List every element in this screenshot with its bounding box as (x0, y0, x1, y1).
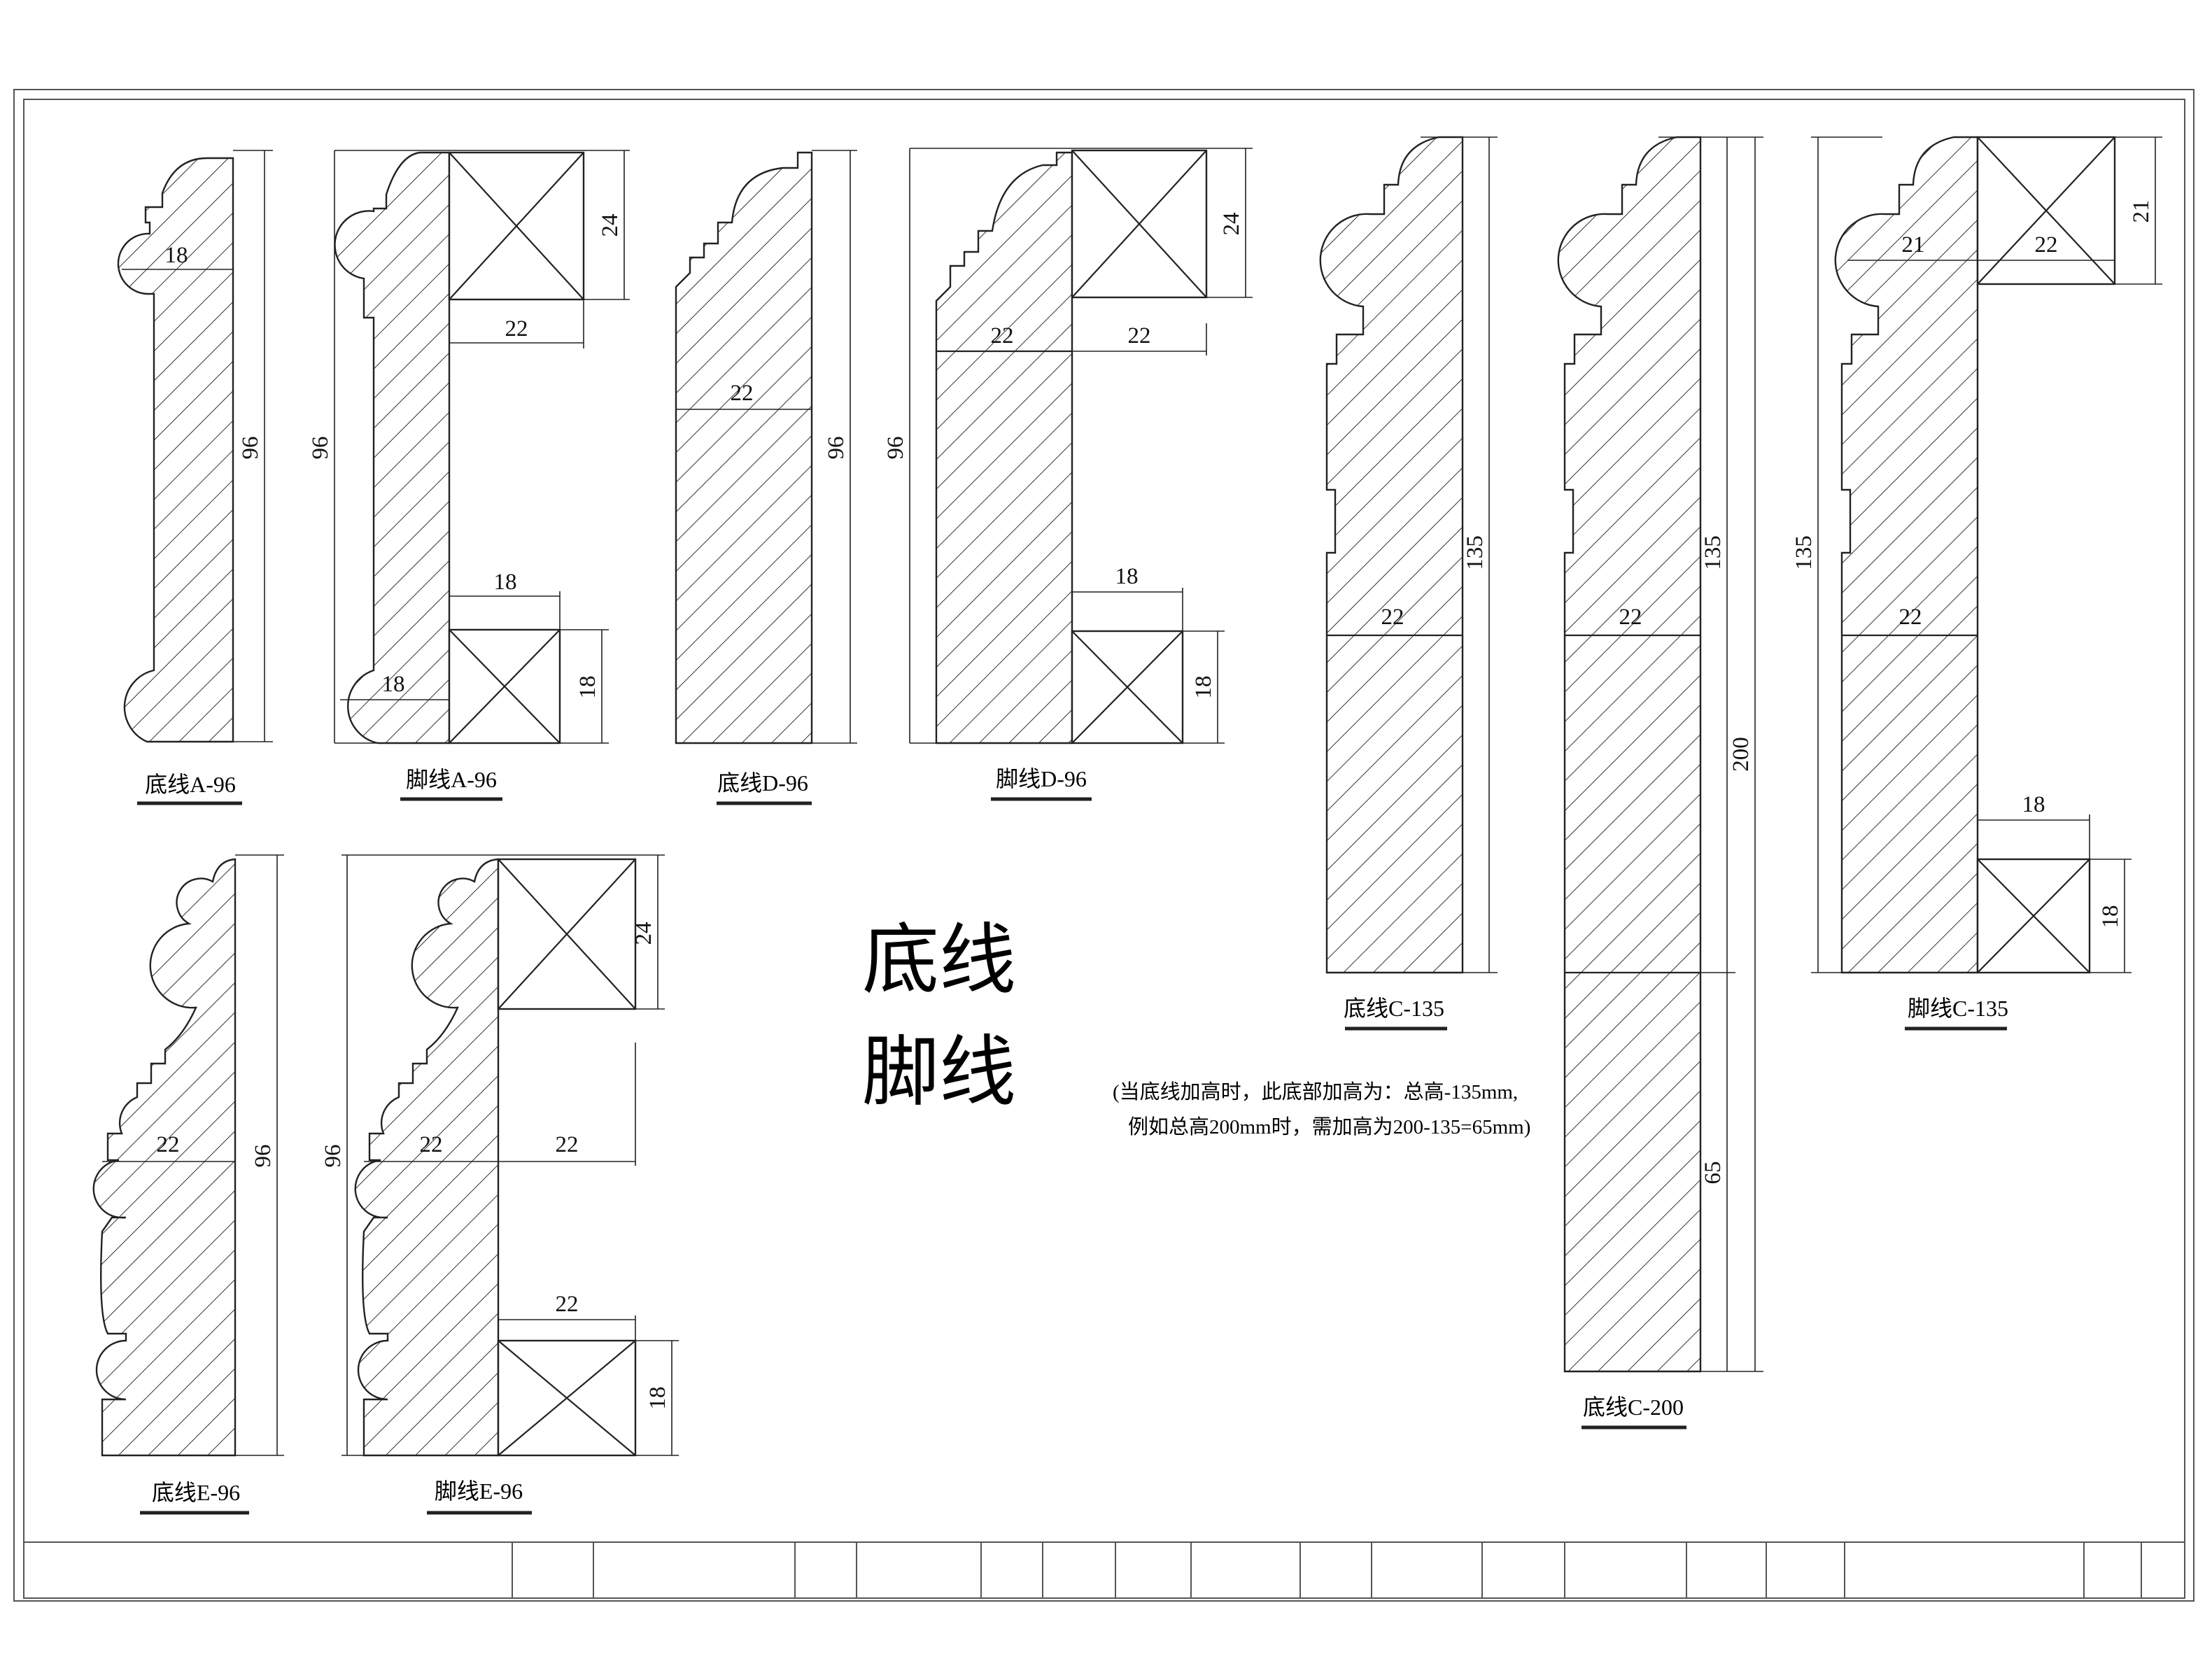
profile-d-base (675, 150, 857, 744)
profile-d-skirt (909, 148, 1253, 744)
dim-c200-width: 22 (1619, 605, 1642, 630)
profile-c-base135 (1319, 136, 1498, 974)
profile-e-skirt (341, 854, 679, 1457)
dim-c200-height-upper: 135 (1700, 535, 1726, 570)
dim-a-base-width: 18 (165, 243, 188, 268)
dim-a-skirt-box-height: 18 (575, 676, 600, 699)
dim-e-base-height: 96 (251, 1145, 276, 1168)
profile-c-skirt135 (1811, 136, 2162, 974)
dim-c135-height: 135 (1463, 535, 1488, 570)
dim-d-base-height: 96 (824, 437, 849, 460)
dim-a-skirt-gap: 22 (505, 316, 528, 341)
caption-e-base: 底线E-96 (152, 1480, 240, 1505)
note-line2: 例如总高200mm时，需加高为200-135=65mm) (1128, 1115, 1530, 1138)
dim-cs-width-2: 22 (2035, 232, 2058, 257)
caption-d-skirt: 脚线D-96 (996, 766, 1087, 791)
dim-d-skirt-width-1: 22 (991, 323, 1014, 348)
profile-a-base (117, 150, 273, 743)
title-block-dividers (512, 1542, 2142, 1598)
dim-e-skirt-top: 24 (631, 922, 656, 945)
dim-d-skirt-width-2: 22 (1128, 323, 1151, 348)
dim-e-base-width: 22 (157, 1132, 180, 1157)
dim-a-skirt-height: 96 (308, 437, 333, 460)
caption-e-skirt: 脚线E-96 (435, 1478, 523, 1504)
caption-a-base: 底线A-96 (145, 772, 236, 797)
dim-e-skirt-box-height: 18 (645, 1387, 670, 1410)
dim-cs-height: 135 (1791, 535, 1817, 570)
dim-d-skirt-box-height: 18 (1191, 676, 1216, 699)
caption-a-skirt: 脚线A-96 (406, 767, 497, 792)
drawing-title-line2: 脚线 (862, 1030, 1016, 1115)
dim-e-skirt-height: 96 (320, 1145, 346, 1168)
dim-cs-top: 21 (2129, 200, 2154, 223)
caption-d-base: 底线D-96 (717, 770, 808, 796)
dim-c200-height-total: 200 (1728, 737, 1754, 772)
dim-a-skirt-base: 18 (382, 672, 405, 697)
dim-a-skirt-top: 24 (598, 214, 623, 237)
dim-c200-height-lower: 65 (1700, 1162, 1726, 1185)
dim-d-skirt-box-width: 18 (1115, 564, 1139, 589)
profile-a-skirt (334, 150, 630, 744)
dim-c135-width: 22 (1381, 605, 1404, 630)
dim-d-skirt-height: 96 (883, 437, 908, 460)
drawing-title-line1: 底线 (862, 918, 1016, 1003)
dim-cs-width-3: 22 (1899, 605, 1922, 630)
profile-c-base200 (1557, 136, 1763, 1373)
caption-c-base135: 底线C-135 (1344, 996, 1444, 1021)
drawing-frame (13, 89, 2195, 1602)
profile-e-base (92, 854, 284, 1457)
dim-e-skirt-box-width: 22 (556, 1292, 579, 1317)
dim-a-base-height: 96 (238, 437, 263, 460)
note-line1: (当底线加高时，此底部加高为：总高-135mm, (1113, 1080, 1518, 1103)
dim-a-skirt-box-width: 18 (494, 570, 517, 595)
caption-c-skirt135: 脚线C-135 (1908, 996, 2008, 1021)
dim-d-base-width: 22 (731, 381, 754, 406)
dim-cs-width-1: 21 (1902, 232, 1925, 257)
dim-cs-box-height: 18 (2098, 905, 2123, 929)
caption-c-base200: 底线C-200 (1583, 1395, 1684, 1420)
dim-cs-box-width: 18 (2022, 792, 2045, 817)
dim-e-skirt-width-2: 22 (556, 1132, 579, 1157)
dim-e-skirt-width-1: 22 (420, 1132, 443, 1157)
dim-d-skirt-top: 24 (1219, 213, 1244, 236)
